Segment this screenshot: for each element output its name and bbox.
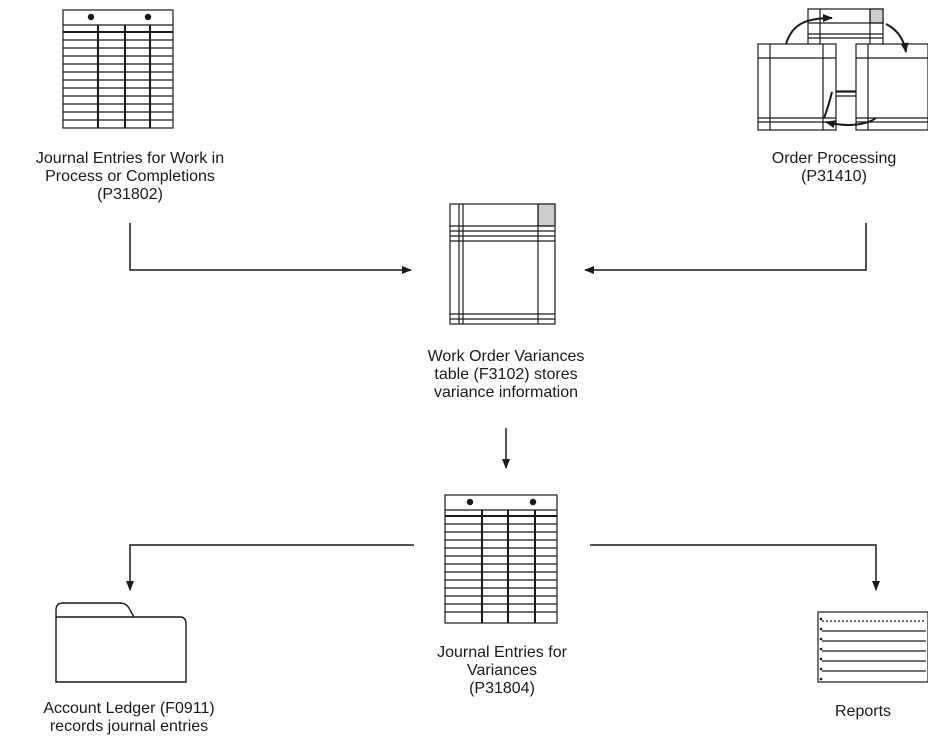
table-icon — [449, 203, 556, 325]
label-line: variance information — [433, 384, 579, 401]
label-order-processing: Order Processing (P31410) — [740, 150, 928, 186]
label-line: records journal entries — [49, 718, 209, 735]
folder-icon — [55, 602, 187, 683]
label-line: (P31410) — [801, 168, 867, 185]
arrow-journal-to-reports — [590, 544, 880, 591]
label-line: Journal Entries for Work in — [35, 150, 225, 167]
label-wip-journal: Journal Entries for Work in Process or C… — [4, 150, 256, 204]
label-line: Account Ledger (F0911) — [43, 700, 215, 717]
label-line: table (F3102) stores — [434, 366, 578, 383]
label-reports: Reports — [808, 703, 918, 721]
label-account-ledger: Account Ledger (F0911) records journal e… — [0, 700, 258, 736]
label-line: Work Order Variances — [427, 348, 585, 365]
ledger-sheet-icon — [444, 494, 558, 624]
label-line: Process or Completions — [45, 168, 215, 185]
ledger-sheet-icon — [62, 9, 174, 129]
label-line: (P31804) — [469, 680, 535, 697]
arrow-wip-to-table — [129, 223, 412, 274]
label-variance-journal: Journal Entries for Variances (P31804) — [392, 644, 612, 698]
arrow-journal-to-ledger — [126, 544, 414, 591]
flow-arrows — [126, 223, 880, 591]
label-variances-table: Work Order Variances table (F3102) store… — [390, 348, 622, 402]
label-line: Journal Entries for — [437, 644, 567, 661]
label-line: (P31802) — [97, 186, 163, 203]
arrow-order-to-table — [584, 223, 867, 274]
label-line: Reports — [834, 703, 892, 720]
report-icon — [817, 611, 928, 683]
label-line: Order Processing — [771, 150, 897, 167]
label-line: Variances — [467, 662, 537, 679]
cycle-forms-icon — [757, 8, 928, 131]
